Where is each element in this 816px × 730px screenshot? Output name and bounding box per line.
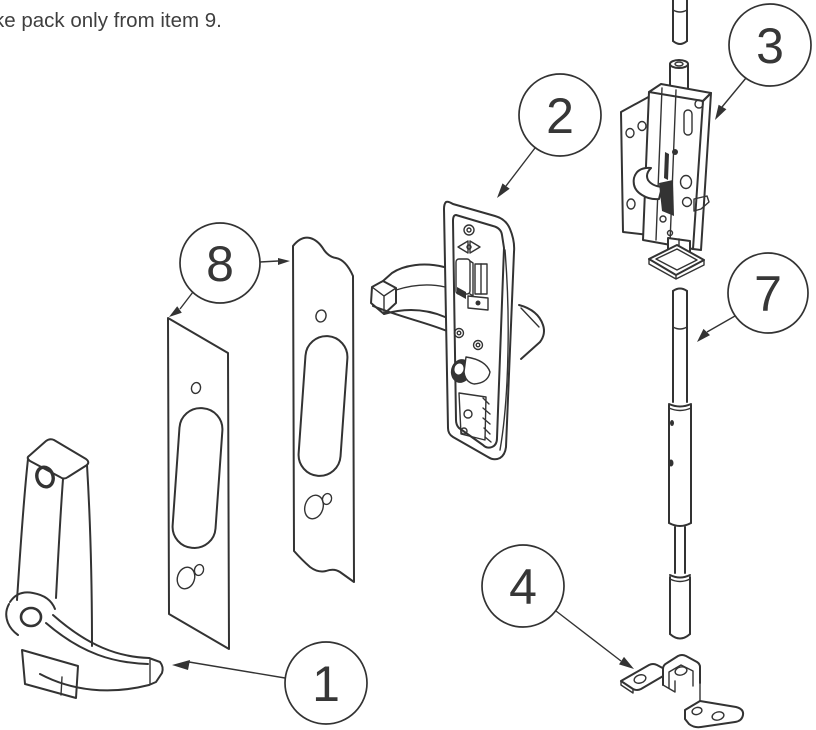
arrowhead-7 [697, 328, 710, 342]
part-rod-guide-bracket [620, 654, 745, 729]
callout-circle-7 [727, 252, 809, 334]
arrowhead-1 [172, 660, 190, 670]
spacer-plate-right [292, 236, 355, 583]
leader-1 [188, 661, 286, 679]
arrowhead-3 [715, 104, 727, 120]
part-lock-body [620, 59, 712, 280]
rod-top-segment [672, 0, 688, 45]
arrowhead-2 [497, 183, 510, 198]
part-interior-handle-assembly [370, 200, 545, 461]
callout-2: 2 [497, 73, 602, 198]
leader-8-right [259, 260, 279, 263]
callout-number-7: 7 [754, 266, 782, 322]
callout-number-8: 8 [206, 236, 234, 292]
leader-7 [706, 315, 736, 333]
arrowhead-8-right [278, 258, 290, 265]
callout-circle-3 [728, 3, 812, 87]
callout-7: 7 [697, 252, 809, 342]
callout-number-1: 1 [312, 656, 340, 712]
leader-2 [505, 147, 536, 187]
arrowhead-4 [619, 656, 634, 669]
part-spacer-plates [167, 236, 355, 650]
callout-circle-4 [481, 544, 565, 628]
callout-circle-1 [284, 641, 368, 725]
callout-number-3: 3 [756, 18, 784, 74]
callout-number-2: 2 [546, 88, 574, 144]
callout-circle-2 [518, 73, 602, 157]
part-exterior-lever-trim [5, 438, 164, 699]
arrowhead-8-left [169, 306, 182, 317]
part-connecting-rod [668, 287, 692, 640]
mounting-hole [35, 465, 55, 489]
callout-8: 8 [169, 222, 290, 317]
leader-4 [555, 610, 622, 662]
callout-number-4: 4 [509, 559, 537, 615]
callout-circle-8 [179, 222, 261, 304]
leader-3 [721, 77, 747, 108]
spacer-plate-left [167, 317, 230, 650]
callout-4: 4 [481, 544, 634, 669]
note-text: ke pack only from item 9. [0, 9, 222, 32]
callout-1: 1 [172, 641, 368, 725]
callout-3: 3 [715, 3, 812, 120]
leader-8-left [179, 291, 194, 310]
